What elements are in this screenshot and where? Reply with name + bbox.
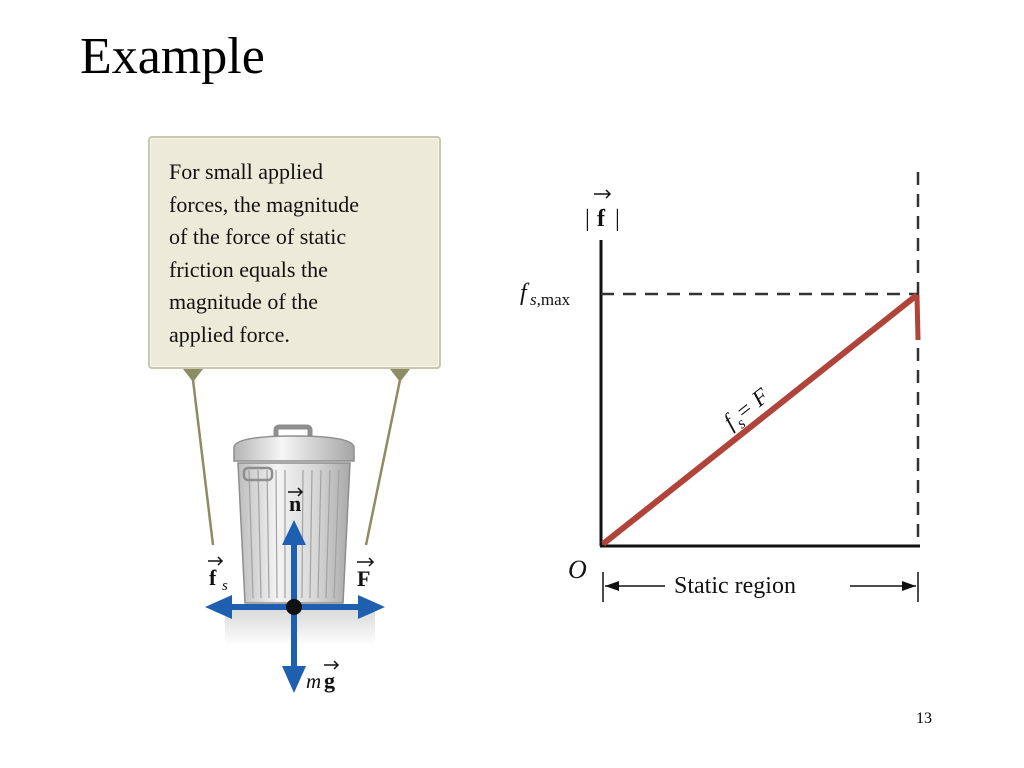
callout-line: magnitude of the [169,289,319,314]
callout-pointers [183,369,410,546]
force-arrows [205,520,385,693]
vector-labels: n f s F m g [208,487,375,693]
static-region-marker: Static region [602,572,919,602]
callout-line: friction equals the [169,256,328,282]
normal-label: n [288,487,304,516]
pointer-left-tip [183,369,203,382]
explanation-callout: For small applied forces, the magnitude … [148,136,441,369]
origin-label: O [568,555,587,584]
pointer-right-tip [390,369,410,382]
normal-force-arrowhead [282,520,306,545]
friction-label: f s [208,556,228,594]
svg-text:f: f [597,206,606,232]
svg-text:m: m [306,669,321,693]
svg-text:s: s [222,578,228,594]
callout-line: of the force of static [169,224,347,249]
center-point [286,599,302,615]
callout-text: For small applied forces, the magnitude … [169,156,431,351]
fs-max-label: f s,max [520,280,571,309]
leader-line-right [364,379,402,546]
y-axis-label: | f | [585,189,620,232]
callout-line: forces, the magnitude [169,191,359,217]
leader-line-left [191,379,215,546]
weight-arrowhead [282,666,306,693]
svg-text:f: f [209,565,217,590]
svg-text:|: | [585,206,590,232]
slide-title: Example [80,28,265,85]
friction-drop [914,294,921,341]
static-region-label: Static region [674,573,796,599]
page-number: 13 [916,710,932,727]
callout-line: applied force. [169,321,290,347]
applied-force-arrowhead [358,595,385,619]
static-friction-line [601,292,919,547]
svg-text:n: n [289,491,301,516]
svg-text:F: F [357,566,370,591]
friction-arrowhead [205,595,232,619]
floor-shadow [225,608,375,646]
callout-line: For small applied [169,159,323,184]
applied-force-label: F [357,557,375,591]
svg-text:s,max: s,max [530,290,571,309]
svg-text:f: f [520,280,530,306]
svg-text:|: | [615,206,620,232]
weight-label: m g [306,660,340,693]
svg-text:g: g [324,668,335,693]
friction-graph: | f | f s,max O f s = F Static region [520,172,921,602]
